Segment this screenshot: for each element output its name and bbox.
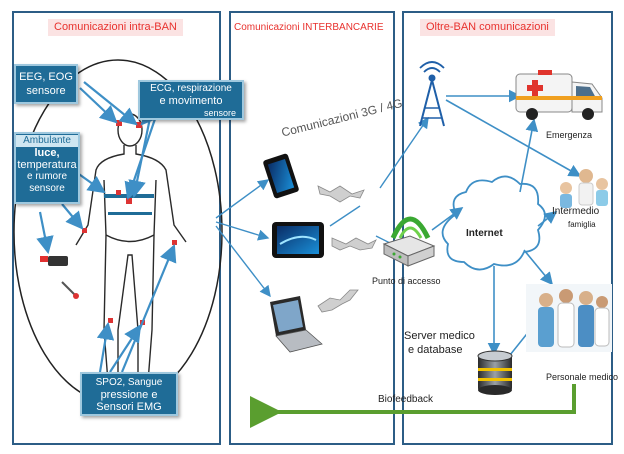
spo2-line3: Sensori EMG xyxy=(96,401,162,413)
tablet-icon xyxy=(272,222,324,258)
cell-tower-icon xyxy=(419,61,445,127)
beyond-ban-title: Oltre-BAN comunicazioni xyxy=(420,19,555,36)
laptop-icon xyxy=(270,296,323,353)
ecg-line1: ECG, respirazione xyxy=(150,83,232,94)
spo2-sensor-box: SPO2, Sangue pressione e Sensori EMG xyxy=(80,372,178,416)
ecg-line2: e movimento xyxy=(159,95,223,107)
internet-label: Internet xyxy=(466,228,503,239)
database-server-icon xyxy=(477,350,513,395)
human-body-outline xyxy=(75,113,187,389)
family-photo-icon xyxy=(560,169,608,208)
ecg-sensor-box: ECG, respirazione e movimento sensore xyxy=(138,80,244,120)
ambulant-line3: temperatura xyxy=(17,159,77,171)
spo2-line2: pressione e xyxy=(100,389,158,401)
device-uplinks xyxy=(329,116,429,253)
ambulant-line1: Ambulante xyxy=(16,135,78,147)
family-label: famiglia xyxy=(568,220,596,229)
intra-ban-title: Comunicazioni intra-BAN xyxy=(48,19,183,36)
smartphone-icon xyxy=(263,153,299,199)
biofeedback-label: Biofeedback xyxy=(378,394,434,405)
server-label-line1: Server medico xyxy=(404,330,475,342)
ban-to-device-links xyxy=(215,179,271,298)
access-point-label: Punto di accesso xyxy=(372,276,441,286)
ambulant-line2: luce, xyxy=(34,147,60,159)
ecg-line3: sensore xyxy=(203,108,236,118)
ambulance-icon xyxy=(515,70,603,120)
wireless-signal-icons xyxy=(317,185,377,313)
ambulant-line4: e rumore xyxy=(26,171,67,182)
ambulant-line5: sensore xyxy=(29,183,65,194)
medical-staff-label: Personale medico xyxy=(546,372,619,382)
access-point-icon xyxy=(382,216,436,267)
eeg-line2: sensore xyxy=(26,85,66,97)
sensor-links xyxy=(36,81,177,373)
medical-staff-photo-icon xyxy=(526,284,612,352)
internet-cloud-icon xyxy=(441,175,546,271)
server-label-line2: e database xyxy=(408,344,463,356)
biofeedback-arrow xyxy=(250,384,576,428)
spo2-line1: SPO2, Sangue xyxy=(95,377,163,388)
emergency-label: Emergenza xyxy=(546,130,593,140)
eeg-line1: EEG, EOG xyxy=(19,71,73,83)
eeg-eog-sensor-box: EEG, EOG sensore xyxy=(14,64,78,104)
ambulant-sensor-box: Ambulante luce, temperatura e rumore sen… xyxy=(14,132,80,204)
inter-ban-title: Comunicazioni INTERBANCARIE xyxy=(234,22,384,33)
intermediate-label: Intermedio xyxy=(552,206,600,217)
